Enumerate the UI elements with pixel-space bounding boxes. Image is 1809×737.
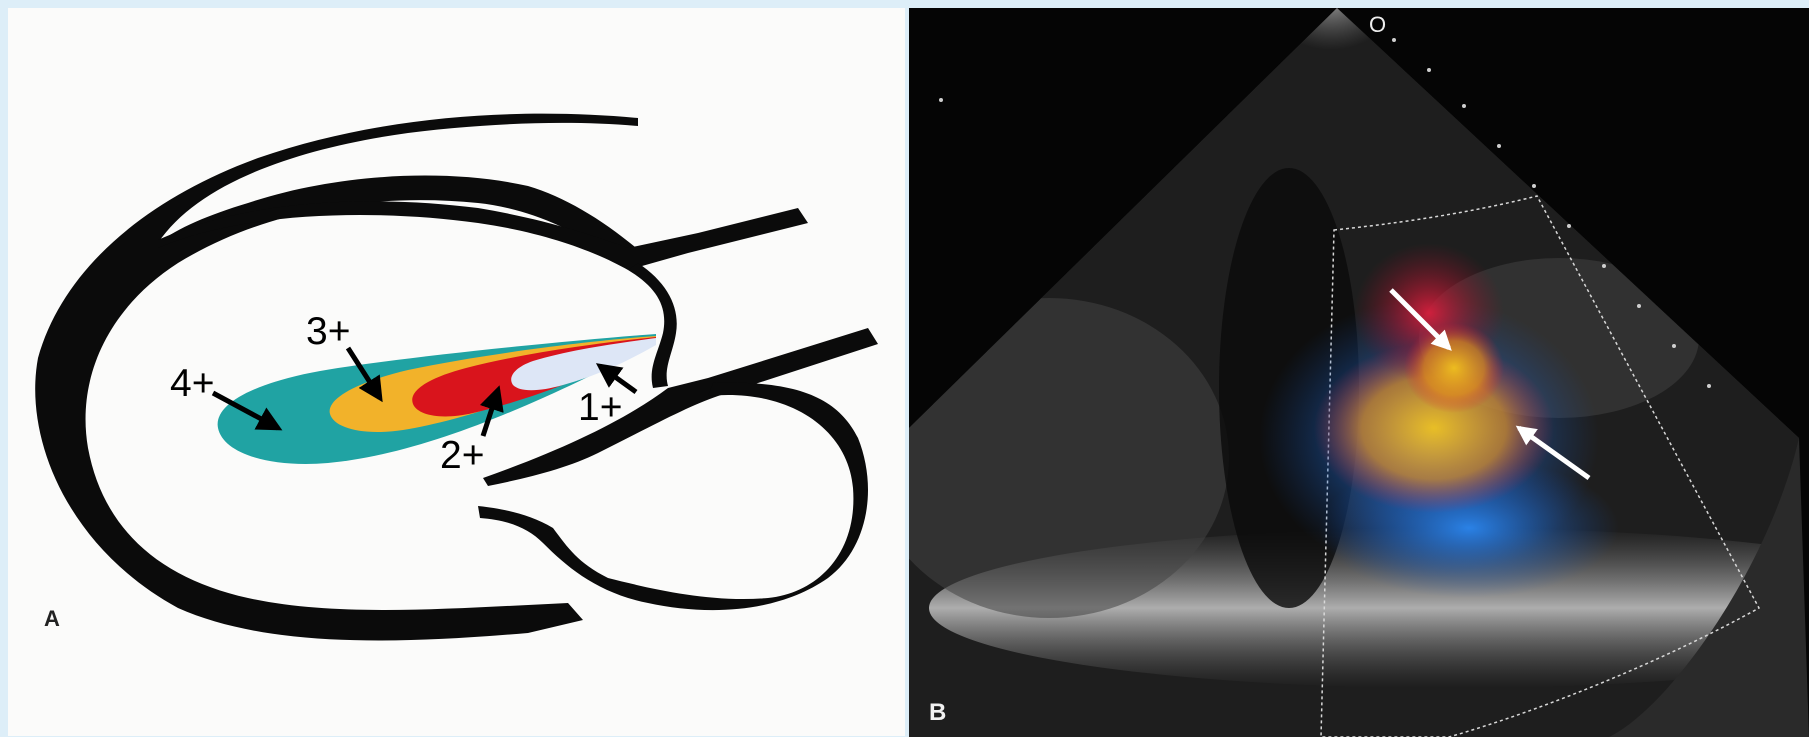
orientation-marker: O bbox=[1369, 12, 1386, 37]
label-grade-4: 4+ bbox=[170, 362, 214, 405]
panel-letter-b: B bbox=[929, 699, 946, 726]
label-grade-3: 3+ bbox=[306, 310, 350, 353]
aortic-valve bbox=[628, 263, 677, 388]
aortic-wall-upper bbox=[158, 201, 808, 270]
label-grade-1: 1+ bbox=[578, 386, 622, 429]
heart-schematic: 4+ 3+ 2+ 1+ A bbox=[8, 8, 905, 736]
panel-letter-a: A bbox=[44, 606, 60, 631]
left-atrium-wall bbox=[478, 383, 868, 610]
panel-a-schematic: 4+ 3+ 2+ 1+ A bbox=[8, 8, 905, 736]
label-grade-2: 2+ bbox=[440, 434, 484, 477]
panel-b-echocardiogram: O B bbox=[909, 8, 1809, 737]
echo-image: O B bbox=[909, 8, 1809, 737]
